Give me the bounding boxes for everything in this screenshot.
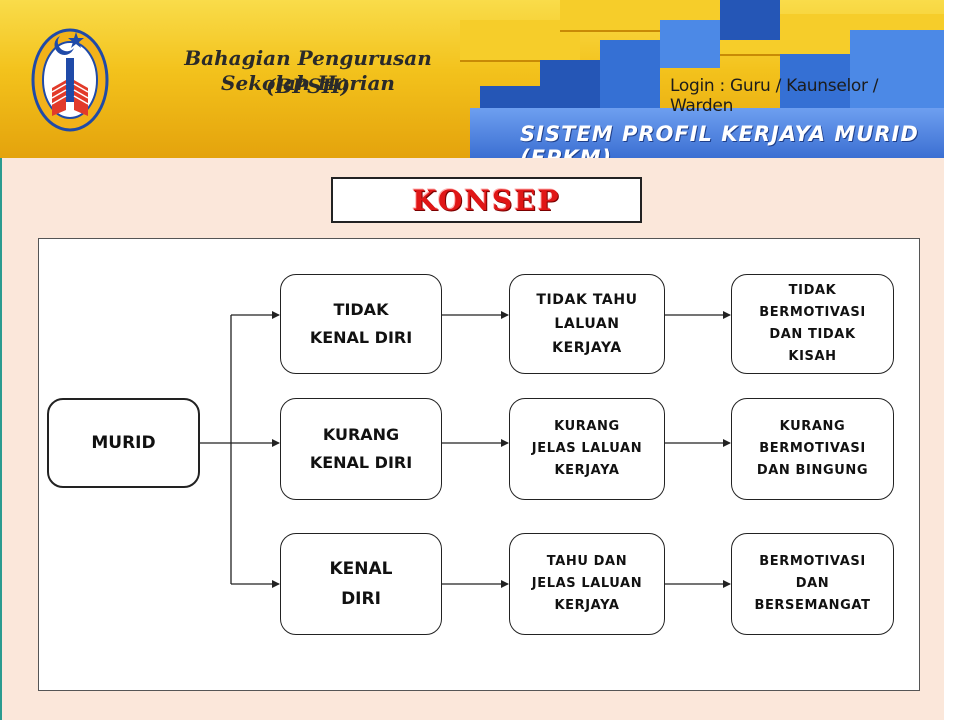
banner-decoration [480,86,540,108]
node-kurang-bermotivasi: KURANG BERMOTIVASI DAN BINGUNG [731,398,894,500]
banner-decoration [850,30,944,108]
node-label: KURANG KENAL DIRI [309,425,413,472]
node-tidak-kenal-diri: TIDAK KENAL DIRI [280,274,442,374]
node-label: KURANG BERMOTIVASI DAN BINGUNG [756,419,869,478]
node-label: KENAL DIRI [329,559,393,609]
node-label: TAHU DAN JELAS LALUAN KERJAYA [531,554,643,613]
node-bermotivasi-bersemangat: BERMOTIVASI DAN BERSEMANGAT [731,533,894,635]
node-label: TIDAK BERMOTIVASI DAN TIDAK KISAH [759,283,866,364]
page-edge [0,158,2,720]
node-label: BERMOTIVASI DAN BERSEMANGAT [754,554,871,613]
concept-diagram: MURID TIDAK KENAL DIRI TIDAK TAHU LALUAN… [38,238,920,691]
login-label[interactable]: Login : Guru / Kaunselor / Warden [670,76,879,116]
banner-decoration [720,0,780,40]
banner-strip [470,108,944,158]
node-kenal-diri: KENAL DIRI [280,533,442,635]
node-label: TIDAK KENAL DIRI [309,300,413,347]
node-label: MURID [91,433,156,453]
page-title: KONSEP [412,183,561,217]
node-label: KURANG JELAS LALUAN KERJAYA [531,419,643,478]
node-tidak-tahu-laluan: TIDAK TAHU LALUAN KERJAYA [509,274,665,374]
org-name: Bahagian Pengurusan Sekolah Harian [184,46,432,95]
header-banner: Bahagian Pengurusan Sekolah Harian (BPSH… [0,0,944,158]
banner-decoration [600,40,660,108]
title-box: KONSEP [331,177,642,223]
node-kurang-jelas-laluan: KURANG JELAS LALUAN KERJAYA [509,398,665,500]
banner-decoration [780,54,850,108]
system-name: SISTEM PROFIL KERJAYA MURID (EPKM) [520,122,919,158]
node-label: TIDAK TAHU LALUAN KERJAYA [536,292,638,356]
banner-decoration [540,60,600,108]
diagram-connectors [200,311,731,588]
ministry-emblem-icon [31,28,109,132]
node-murid: MURID [47,398,200,488]
banner-decoration [660,20,720,68]
node-tahu-jelas-laluan: TAHU DAN JELAS LALUAN KERJAYA [509,533,665,635]
node-kurang-kenal-diri: KURANG KENAL DIRI [280,398,442,500]
org-abbreviation: (BPSH) [265,74,351,98]
node-tidak-bermotivasi: TIDAK BERMOTIVASI DAN TIDAK KISAH [731,274,894,374]
page-edge [944,0,960,720]
